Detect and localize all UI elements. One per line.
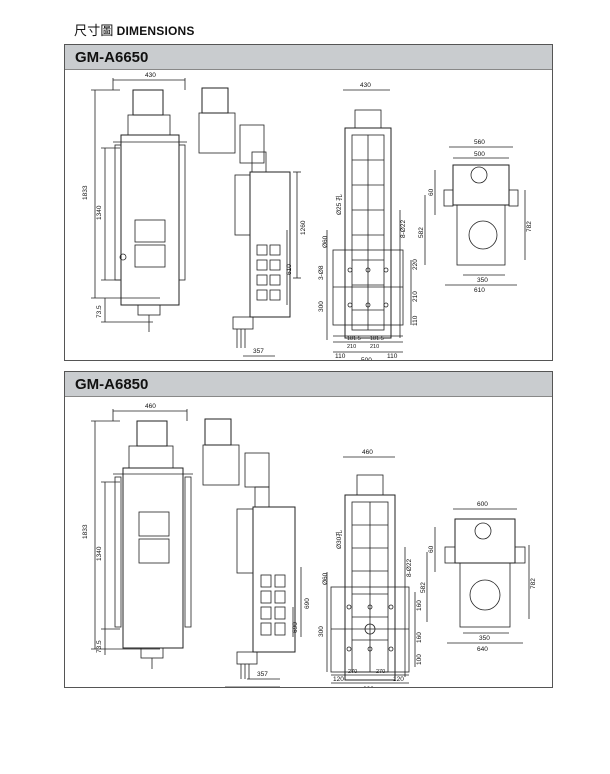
dim-plan-bot2: 610 — [474, 287, 485, 294]
dim-table-v3: 8-Ø22 — [406, 559, 413, 577]
dim-table-v2: 3-Ø8 — [318, 265, 325, 280]
plan-view — [426, 508, 530, 644]
dim-front-bottom: 73.5 — [96, 640, 103, 653]
dim-table-b2: 181.5 — [370, 336, 384, 342]
dim-plan-right: 782 — [530, 578, 537, 589]
dim-front-height-total: 1833 — [82, 524, 89, 539]
panel-title: GM-A6850 — [65, 372, 552, 397]
dim-table-v4: 8-Ø22 — [400, 220, 407, 238]
panel-gm-a6650: GM-A6650 — [64, 44, 553, 361]
drawing-svg: 430 1833 1340 73.5 1260 610 357 527 430 … — [82, 72, 533, 360]
dim-table-dia: Ø30孔 — [335, 530, 343, 549]
dim-table-b2: 270 — [376, 669, 385, 675]
dim-table-v5: 160 — [416, 632, 423, 643]
side-view — [198, 87, 301, 357]
heading-cjk: 尺寸圖 — [74, 24, 114, 39]
table-view — [326, 89, 412, 353]
dim-front-width: 460 — [145, 403, 156, 410]
plan-view — [424, 146, 526, 286]
dim-side-3: 357 — [257, 671, 268, 678]
dim-front-bottom: 73.5 — [96, 305, 103, 318]
dim-plan-top2: 500 — [474, 151, 485, 158]
dim-table-w2: 110 — [387, 353, 398, 360]
dim-plan-bot1: 350 — [477, 277, 488, 284]
dim-plan-left1: 60 — [428, 188, 435, 196]
front-view — [91, 409, 193, 669]
dim-side-1: 690 — [304, 598, 311, 609]
panel-gm-a6850: GM-A6850 — [64, 371, 553, 688]
side-view — [202, 418, 302, 687]
dim-plan-bot2: 640 — [477, 646, 488, 653]
dim-table-b3: 210 — [347, 344, 356, 350]
dim-side-2: 690 — [292, 622, 299, 633]
dim-table-dia: Ø25 孔 — [335, 194, 343, 215]
dim-side-1: 1260 — [300, 220, 307, 235]
dim-side-3: 357 — [253, 348, 264, 355]
drawing-svg: 460 1833 1340 73.5 690 690 357 527 460 Ø… — [82, 403, 537, 687]
dim-table-b1: 181.5 — [347, 336, 361, 342]
dim-table-v1: Ø60 — [322, 235, 329, 248]
dim-plan-bot1: 350 — [479, 635, 490, 642]
front-view — [91, 78, 187, 332]
dim-plan-right: 782 — [526, 221, 533, 232]
dim-table-b4: 210 — [370, 344, 379, 350]
table-view — [326, 456, 416, 684]
dim-table-w2: 120 — [393, 676, 404, 683]
dim-table-top: 430 — [360, 82, 371, 89]
dim-front-height-body: 1340 — [96, 205, 103, 220]
dim-front-height-total: 1833 — [82, 185, 89, 200]
dim-table-w1: 110 — [335, 353, 346, 360]
dim-table-v6: 210 — [412, 291, 419, 302]
dim-table-v3: 300 — [318, 301, 325, 312]
dim-front-width: 430 — [145, 72, 156, 79]
dim-plan-top1: 600 — [477, 501, 488, 508]
dim-side-2: 610 — [286, 264, 293, 275]
dim-table-v4: 160 — [416, 600, 423, 611]
dim-plan-top1: 560 — [474, 139, 485, 146]
dim-plan-left2: 582 — [418, 227, 425, 238]
heading-text: DIMENSIONS — [116, 24, 195, 38]
dim-table-w1: 120 — [333, 676, 344, 683]
panel-title: GM-A6650 — [65, 45, 552, 70]
dim-table-w3: 600 — [363, 686, 374, 687]
dim-plan-left2: 582 — [420, 582, 427, 593]
dim-table-v6: 100 — [416, 654, 423, 665]
dim-table-v7: 110 — [412, 315, 419, 326]
dim-table-v1: Ø60 — [322, 572, 329, 585]
dim-table-v5: 220 — [412, 259, 419, 270]
dim-table-b1: 270 — [348, 669, 357, 675]
dim-table-w3: 500 — [361, 357, 372, 360]
dim-table-v2: 300 — [318, 626, 325, 637]
dim-table-top: 460 — [362, 449, 373, 456]
dim-front-height-body: 1340 — [96, 546, 103, 561]
dim-plan-left1: 60 — [428, 545, 435, 553]
